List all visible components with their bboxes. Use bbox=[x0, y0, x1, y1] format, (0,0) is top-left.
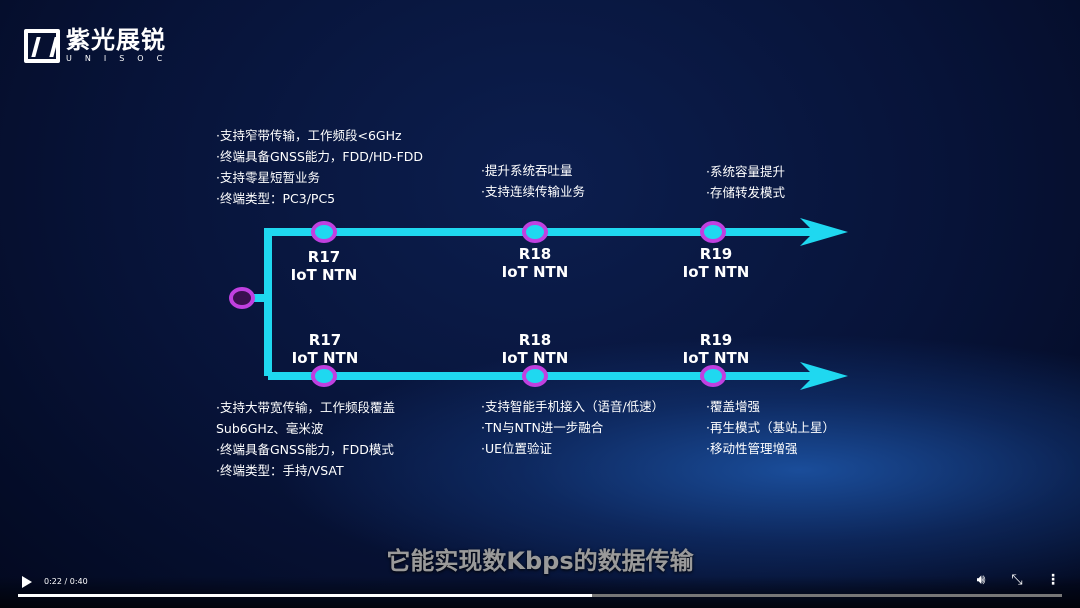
volume-icon[interactable]: 🔊︎ bbox=[976, 572, 986, 588]
subtitle: 它能实现数Kbps的数据传输 bbox=[386, 547, 694, 575]
bullets-top-r17: ·支持窄带传输，工作频段<6GHz·终端具备GNSS能力，FDD/HD-FDD·… bbox=[216, 128, 424, 206]
progress-bar[interactable] bbox=[18, 594, 1062, 597]
node-top-r19 bbox=[700, 221, 726, 243]
start-node bbox=[229, 287, 255, 309]
node-bottom-r17 bbox=[311, 365, 337, 387]
node-top-r17 bbox=[311, 221, 337, 243]
play-icon[interactable] bbox=[22, 576, 32, 588]
time-display: 0:22 / 0:40 bbox=[44, 577, 88, 586]
logo-mark-icon bbox=[24, 28, 60, 63]
node-bottom-r18 bbox=[522, 365, 548, 387]
node-top-r18 bbox=[522, 221, 548, 243]
exit-fullscreen-icon[interactable]: ⤡ bbox=[1011, 572, 1023, 588]
logo-en: UNISOC bbox=[66, 54, 176, 63]
bullets-top-r18: ·提升系统吞吐量·支持连续传输业务 bbox=[481, 163, 585, 199]
top-arrow-icon bbox=[800, 218, 848, 246]
bottom-arrow-icon bbox=[800, 362, 848, 390]
node-bottom-r19 bbox=[700, 365, 726, 387]
bullets-bottom-r18: ·支持智能手机接入（语音/低速）·TN与NTN进一步融合·UE位置验证 bbox=[481, 399, 665, 456]
logo-cn: 紫光展锐 bbox=[66, 26, 166, 54]
bullets-top-r19: ·系统容量提升·存储转发模式 bbox=[706, 164, 785, 200]
unisoc-logo: 紫光展锐 UNISOC bbox=[24, 28, 175, 63]
more-options-icon[interactable]: ⋮ bbox=[1046, 572, 1060, 588]
progress-fill bbox=[18, 594, 593, 597]
player-controls: 0:22 / 0:40 🔊︎ ⤡ ⋮ bbox=[0, 572, 1080, 608]
bullets-bottom-r19: ·覆盖增强·再生模式（基站上星）·移动性管理增强 bbox=[706, 399, 835, 456]
